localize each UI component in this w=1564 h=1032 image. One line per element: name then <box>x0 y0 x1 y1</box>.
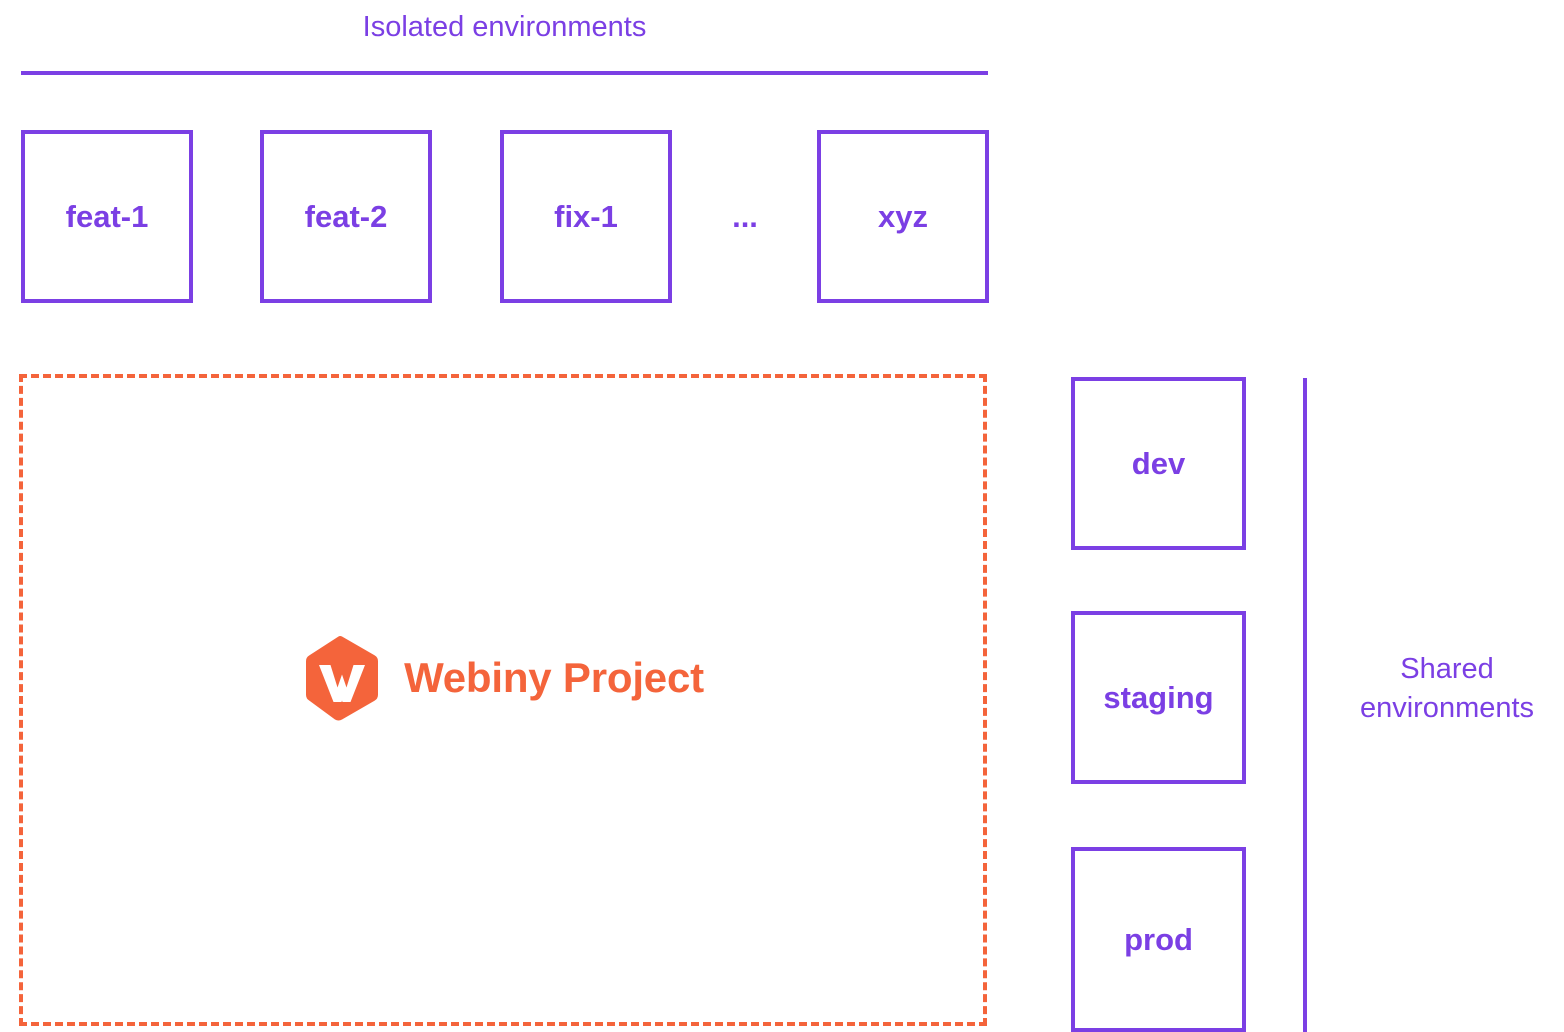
isolated-environments-divider <box>21 71 988 75</box>
shared-env-box-dev[interactable]: dev <box>1071 377 1246 550</box>
isolated-env-label: xyz <box>878 199 928 234</box>
shared-environments-label-line-1: Shared <box>1400 653 1494 685</box>
isolated-environments-title: Isolated environments <box>362 11 647 43</box>
isolated-env-label: feat-2 <box>304 199 388 234</box>
webiny-project-container: Webiny Project <box>19 374 987 1026</box>
shared-env-label: prod <box>1124 922 1193 957</box>
isolated-env-box-fix-1[interactable]: fix-1 <box>500 130 672 303</box>
isolated-env-box-feat-1[interactable]: feat-1 <box>21 130 193 303</box>
isolated-env-ellipsis: ... <box>732 199 758 234</box>
shared-env-label: dev <box>1131 446 1186 481</box>
webiny-project-brand: Webiny Project <box>302 634 704 722</box>
isolated-env-box-xyz[interactable]: xyz <box>817 130 989 303</box>
shared-env-box-staging[interactable]: staging <box>1071 611 1246 784</box>
webiny-hexagon-logo-icon <box>306 636 379 721</box>
isolated-env-label: fix-1 <box>554 199 618 234</box>
shared-environments-label-line-2: environments <box>1359 692 1535 724</box>
shared-environments-divider <box>1303 378 1307 1032</box>
shared-env-label: staging <box>1103 680 1214 715</box>
isolated-env-label: feat-1 <box>65 199 149 234</box>
webiny-project-title: Webiny Project <box>404 654 704 701</box>
shared-env-box-prod[interactable]: prod <box>1071 847 1246 1032</box>
shared-environments-label: Shared environments <box>1330 650 1564 728</box>
isolated-env-box-feat-2[interactable]: feat-2 <box>260 130 432 303</box>
